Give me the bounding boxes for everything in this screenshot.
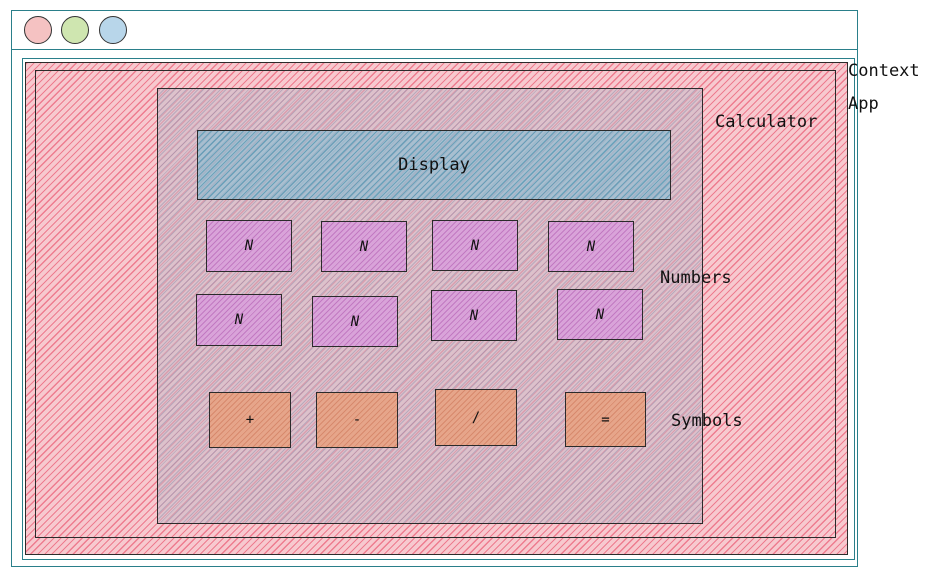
minimize-button[interactable] <box>61 16 89 44</box>
number-label: N <box>234 312 244 328</box>
number-label: N <box>244 238 254 254</box>
equals-button[interactable]: = <box>565 392 646 447</box>
number-button[interactable]: N <box>196 294 282 346</box>
title-bar <box>11 10 858 50</box>
number-button[interactable]: N <box>206 220 292 272</box>
symbol-label: = <box>601 411 610 428</box>
number-label: N <box>586 238 596 255</box>
number-label: N <box>350 313 360 330</box>
context-label: Context <box>848 61 920 81</box>
number-label: N <box>469 307 479 324</box>
number-button[interactable]: N <box>321 221 407 272</box>
number-label: N <box>359 238 369 255</box>
display-label: Display <box>398 155 470 175</box>
number-button[interactable]: N <box>548 221 634 272</box>
window-content <box>22 58 855 560</box>
symbols-label: Symbols <box>671 411 743 431</box>
close-button[interactable] <box>24 16 52 44</box>
number-button[interactable]: N <box>312 296 398 347</box>
number-button[interactable]: N <box>431 290 517 341</box>
app-label: App <box>848 94 879 114</box>
number-label: N <box>470 237 480 254</box>
symbol-label: - <box>352 412 362 428</box>
numbers-label: Numbers <box>660 268 732 288</box>
calculator-label: Calculator <box>715 112 818 132</box>
maximize-button[interactable] <box>99 16 127 44</box>
number-button[interactable]: N <box>557 289 643 340</box>
number-label: N <box>595 306 605 323</box>
symbol-label: / <box>471 409 481 426</box>
calculator-display: Display <box>197 130 671 200</box>
symbol-label: + <box>245 412 255 428</box>
divide-button[interactable]: / <box>435 389 517 446</box>
plus-button[interactable]: + <box>209 392 291 448</box>
number-button[interactable]: N <box>432 220 518 271</box>
minus-button[interactable]: - <box>316 392 398 448</box>
